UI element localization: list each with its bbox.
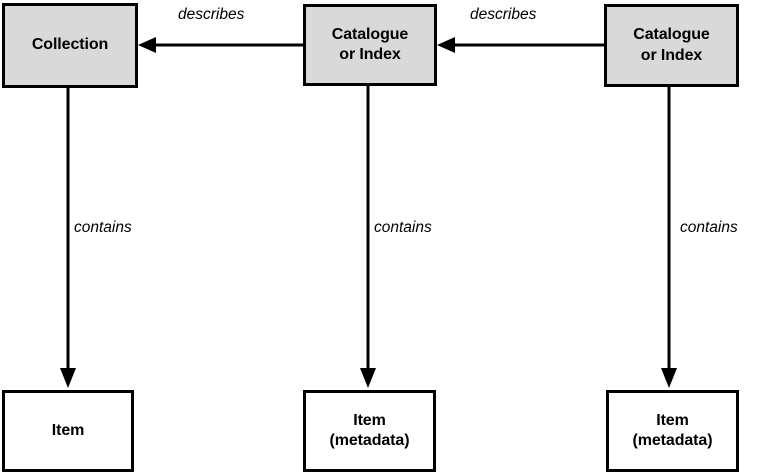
connector-contains-middle-to-item (360, 86, 376, 388)
connector-contains-right-to-item (661, 87, 677, 388)
node-catalogue-right[interactable]: Catalogue or Index (604, 4, 739, 87)
node-catalogue-middle-label: Catalogue or Index (331, 25, 409, 63)
node-collection[interactable]: Collection (2, 3, 138, 88)
node-item-right[interactable]: Item (metadata) (606, 390, 739, 472)
node-item-left-label: Item (51, 421, 85, 439)
node-item-left[interactable]: Item (2, 390, 134, 472)
edge-label-contains-right-to-item: contains (680, 219, 738, 236)
node-collection-label: Collection (31, 36, 109, 54)
connector-describes-middle-to-collection (138, 37, 303, 53)
edge-label-describes-middle-to-collection: describes (178, 6, 245, 23)
node-item-right-label: Item (metadata) (632, 411, 713, 449)
node-catalogue-middle[interactable]: Catalogue or Index (303, 4, 437, 86)
node-item-middle[interactable]: Item (metadata) (303, 390, 436, 472)
connector-describes-right-to-middle (437, 37, 604, 53)
edge-label-contains-middle-to-item: contains (374, 219, 432, 236)
node-catalogue-right-label: Catalogue or Index (633, 26, 710, 64)
edge-label-describes-right-to-middle: describes (470, 6, 537, 23)
connector-contains-collection-to-item (60, 88, 76, 388)
node-item-middle-label: Item (metadata) (329, 411, 410, 449)
edge-label-contains-collection-to-item: contains (74, 219, 132, 236)
